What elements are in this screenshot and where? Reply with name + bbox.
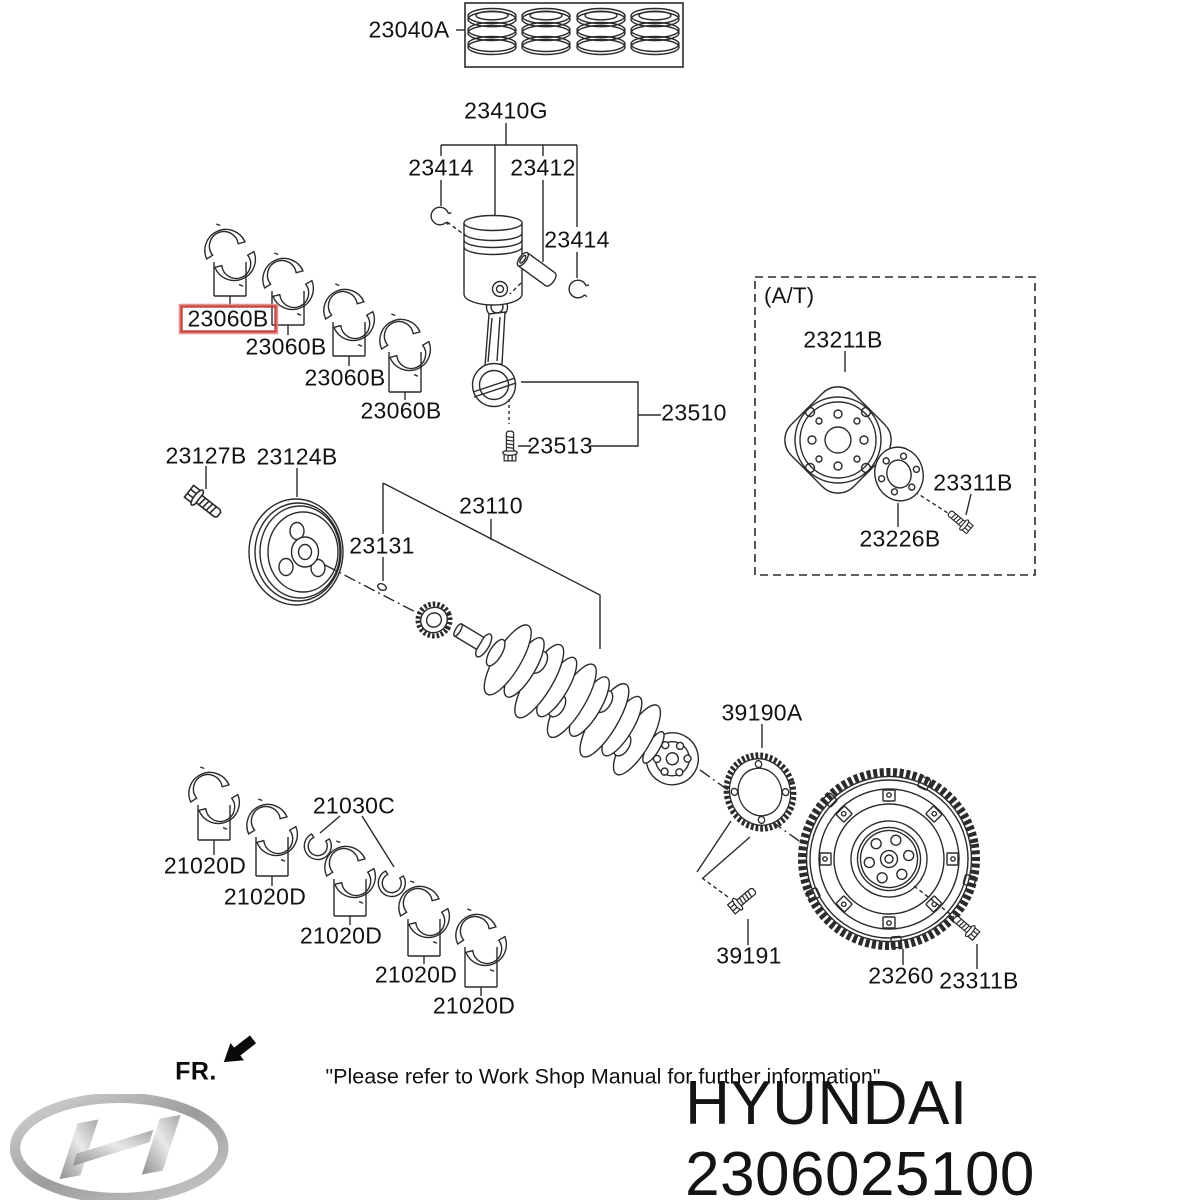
part-label-main-bearing-3: 21020D bbox=[299, 922, 383, 949]
part-label-main-bearing-4: 21020D bbox=[374, 961, 458, 988]
hyundai-logo bbox=[9, 1094, 229, 1200]
part-label-rod-bearing-2: 23060B bbox=[245, 333, 327, 360]
main-bearing-1-drawing bbox=[179, 759, 248, 836]
crankshaft-drawing bbox=[453, 623, 699, 786]
sensor-ring-drawing bbox=[723, 752, 797, 832]
front-direction-arrow-icon bbox=[223, 1035, 257, 1063]
rod-bolt-drawing bbox=[502, 430, 518, 462]
part-label-piston-ring-set: 23040A bbox=[368, 16, 450, 43]
drive-plate-bolt-drawing bbox=[944, 507, 975, 536]
part-label-drive-plate: 23211B bbox=[803, 326, 883, 353]
part-label-sensor-ring-bolt: 39191 bbox=[716, 942, 782, 969]
part-label-drive-plate-bolt: 23311B bbox=[933, 469, 1013, 496]
part-label-rod-bearing-4: 23060B bbox=[360, 397, 442, 424]
crankshaft-leaders bbox=[382, 482, 601, 649]
workshop-manual-note: "Please refer to Work Shop Manual for fu… bbox=[325, 1064, 881, 1089]
flywheel-bolt-line bbox=[913, 885, 955, 918]
part-label-main-bearing-1: 21020D bbox=[163, 852, 247, 879]
piston-ring-set-drawing bbox=[456, 2, 684, 68]
part-label-connecting-rod: 23510 bbox=[661, 399, 727, 426]
timing-gear-drawing bbox=[415, 601, 453, 639]
piston-pin-drawing bbox=[516, 251, 557, 287]
pulley-leaders bbox=[205, 466, 298, 497]
part-label-adapter-plate: 23226B bbox=[859, 525, 941, 552]
woodruff-key-drawing bbox=[377, 582, 387, 592]
thrust-washer-1-drawing bbox=[298, 826, 338, 866]
part-label-main-bearing-5: 21020D bbox=[432, 992, 516, 1019]
part-label-snap-ring-left: 23414 bbox=[408, 154, 474, 181]
at-leaders bbox=[844, 351, 972, 527]
flywheel-drawing bbox=[798, 768, 980, 950]
part-label-piston-pin: 23412 bbox=[510, 154, 576, 181]
rod-bearing-1-drawing bbox=[195, 216, 264, 293]
part-label-flywheel: 23260 bbox=[868, 962, 934, 989]
pulley-bolt-drawing bbox=[182, 483, 226, 523]
main-bearing-leaders bbox=[197, 805, 498, 996]
connecting-rod-leaders bbox=[518, 381, 661, 447]
part-label-crankshaft: 23110 bbox=[459, 492, 523, 519]
flywheel-bolt-drawing bbox=[949, 912, 982, 942]
part-label-flywheel-bolt: 23311B bbox=[939, 967, 1019, 994]
part-label-crankshaft-pulley: 23124B bbox=[256, 443, 338, 470]
rod-bearing-leaders bbox=[213, 262, 422, 400]
main-bearing-4-drawing bbox=[389, 873, 458, 950]
drive-plate-drawing bbox=[784, 386, 892, 494]
highlight-box bbox=[178, 303, 279, 335]
part-label-piston-kit: 23410G bbox=[464, 97, 548, 124]
part-label-sensor-ring: 39190A bbox=[721, 699, 803, 726]
part-label-woodruff-key: 23131 bbox=[349, 532, 415, 559]
main-bearing-3-drawing bbox=[315, 833, 384, 910]
crankshaft-pulley-drawing bbox=[248, 498, 344, 606]
main-bearing-2-drawing bbox=[237, 791, 306, 868]
piston-drawing bbox=[463, 214, 523, 306]
sensor-ring-bolt-lines bbox=[696, 820, 751, 879]
part-label-snap-ring-right: 23414 bbox=[544, 226, 610, 253]
front-direction-label: FR. bbox=[175, 1057, 217, 1086]
part-label-main-bearing-2: 21020D bbox=[223, 883, 307, 910]
sensor-ring-bolt-drawing bbox=[726, 884, 760, 916]
part-label-rod-bearing-1: 23060B bbox=[187, 305, 269, 332]
adapter-plate-drawing bbox=[874, 446, 924, 502]
part-label-rod-bearing-3: 23060B bbox=[304, 364, 386, 391]
connecting-rod-drawing bbox=[471, 295, 517, 408]
flywheel-axis-line bbox=[699, 769, 803, 844]
part-label-pulley-bolt: 23127B bbox=[165, 442, 247, 469]
page-title: HYUNDAI 2306025100 bbox=[685, 1069, 1035, 1200]
piston-kit-leaders bbox=[440, 123, 578, 300]
part-label-rod-bolt: 23513 bbox=[527, 432, 593, 459]
thrust-washer-leaders bbox=[319, 815, 395, 868]
at-option-label: (A/T) bbox=[764, 283, 815, 308]
snap-ring-right-drawing bbox=[567, 278, 591, 301]
part-label-thrust-washer: 21030C bbox=[312, 792, 396, 819]
at-option-box bbox=[754, 276, 1036, 576]
